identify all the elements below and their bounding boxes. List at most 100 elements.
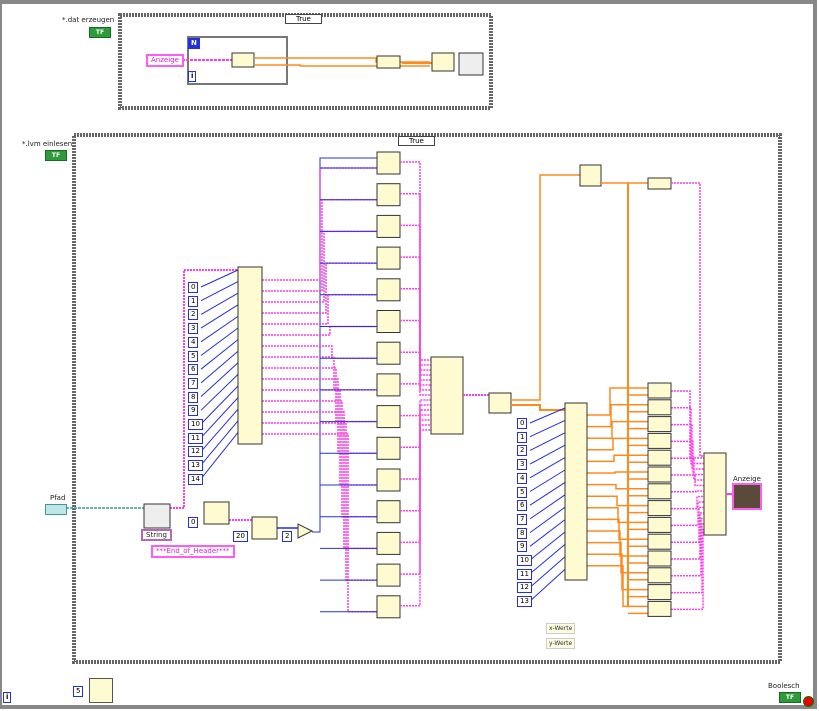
index-constant: 4 — [188, 336, 199, 348]
wire — [671, 506, 704, 543]
wire — [587, 541, 648, 574]
wire — [200, 292, 239, 315]
wire — [200, 304, 239, 329]
wire — [529, 568, 566, 602]
two-constant: 2 — [282, 531, 293, 542]
wire — [262, 294, 377, 325]
wire — [200, 362, 239, 397]
x-values-note: x-Werte — [546, 623, 576, 634]
wire — [200, 315, 239, 343]
top-case-structure — [118, 13, 493, 110]
spreadsheet-to-array-node — [488, 392, 512, 414]
wire — [671, 517, 704, 577]
wire — [529, 481, 566, 506]
index-constant: 9 — [188, 405, 199, 417]
main-case-selector[interactable]: True — [398, 136, 435, 146]
index-array-node-1 — [237, 266, 263, 445]
wire — [587, 530, 648, 557]
transpose-node — [431, 52, 455, 72]
index-constant: 2 — [517, 445, 528, 457]
wire — [671, 512, 704, 560]
main-case-structure — [72, 133, 782, 664]
bundle-node — [647, 177, 672, 190]
wire — [587, 404, 648, 428]
wire — [529, 407, 566, 424]
wire — [200, 397, 239, 439]
graph-label: Anzeige — [733, 475, 761, 483]
build-array-node-2 — [430, 356, 464, 435]
wire — [200, 269, 239, 288]
wire — [511, 404, 565, 411]
wait-timer-icon — [89, 678, 113, 703]
string-subset-node — [376, 500, 401, 524]
bundle-node — [647, 382, 672, 399]
wire — [529, 506, 566, 534]
wire — [671, 490, 704, 493]
wire — [671, 182, 704, 457]
string-subset-node — [376, 151, 401, 175]
wire — [200, 327, 239, 356]
wire — [400, 351, 431, 391]
wire — [400, 161, 431, 361]
wire — [400, 383, 431, 396]
index-constant: 6 — [188, 364, 199, 376]
string-subset-node — [376, 531, 401, 555]
index-constant: 12 — [188, 446, 203, 458]
index-constant: 11 — [188, 432, 203, 444]
wire — [529, 469, 566, 492]
index-constant: 9 — [517, 541, 528, 553]
bundle-node — [647, 399, 672, 416]
index-constant: 8 — [188, 391, 199, 403]
string-subset-node — [376, 595, 401, 619]
string-subset-node — [376, 278, 401, 302]
top-case-selector[interactable]: True — [285, 14, 322, 24]
build-array-node — [376, 55, 401, 69]
wire — [529, 432, 566, 451]
y-values-note: y-Werte — [546, 638, 576, 649]
wire — [262, 389, 377, 486]
index-array-node-2 — [564, 402, 588, 581]
wire — [400, 404, 431, 449]
wire — [587, 565, 648, 608]
stop-button[interactable]: TF — [779, 692, 801, 703]
anzeige-reference[interactable]: Anzeige — [146, 54, 184, 67]
wire — [200, 385, 239, 425]
index-constant: 1 — [188, 295, 199, 307]
twenty-constant: 20 — [233, 531, 248, 542]
index-constant: 7 — [517, 513, 528, 525]
graph-indicator[interactable] — [732, 483, 762, 510]
build-array-node-3 — [703, 452, 727, 536]
index-constant: 10 — [188, 419, 203, 430]
wire — [200, 408, 239, 452]
zero-constant: 0 — [188, 517, 199, 528]
path-control[interactable] — [45, 504, 67, 515]
end-of-header-constant: ***End_of_Header*** — [151, 545, 235, 558]
wire — [671, 495, 704, 510]
lvm-read-bool[interactable]: TF — [45, 150, 67, 161]
bundle-node — [647, 567, 672, 584]
index-constant: 5 — [188, 350, 199, 362]
read-spreadsheet-node — [143, 503, 171, 529]
index-constant: 11 — [517, 568, 532, 580]
wire — [312, 157, 377, 533]
string-subset-node — [376, 436, 401, 460]
wire — [200, 350, 239, 384]
wire — [262, 345, 377, 359]
dat-create-bool[interactable]: TF — [89, 27, 111, 38]
wire — [671, 457, 704, 481]
index-constant: 13 — [188, 460, 203, 472]
wire — [400, 288, 431, 381]
string-subset-node — [376, 310, 401, 333]
wire — [587, 387, 648, 416]
property-node — [231, 52, 255, 68]
array-size-node — [579, 164, 602, 187]
wire — [400, 192, 431, 366]
wire — [587, 454, 648, 463]
bundle-node — [647, 432, 672, 449]
wire — [671, 523, 704, 594]
wire — [529, 444, 566, 465]
string-format-selector[interactable]: String — [141, 529, 172, 541]
bundle-node — [647, 466, 672, 483]
wire — [200, 432, 239, 480]
